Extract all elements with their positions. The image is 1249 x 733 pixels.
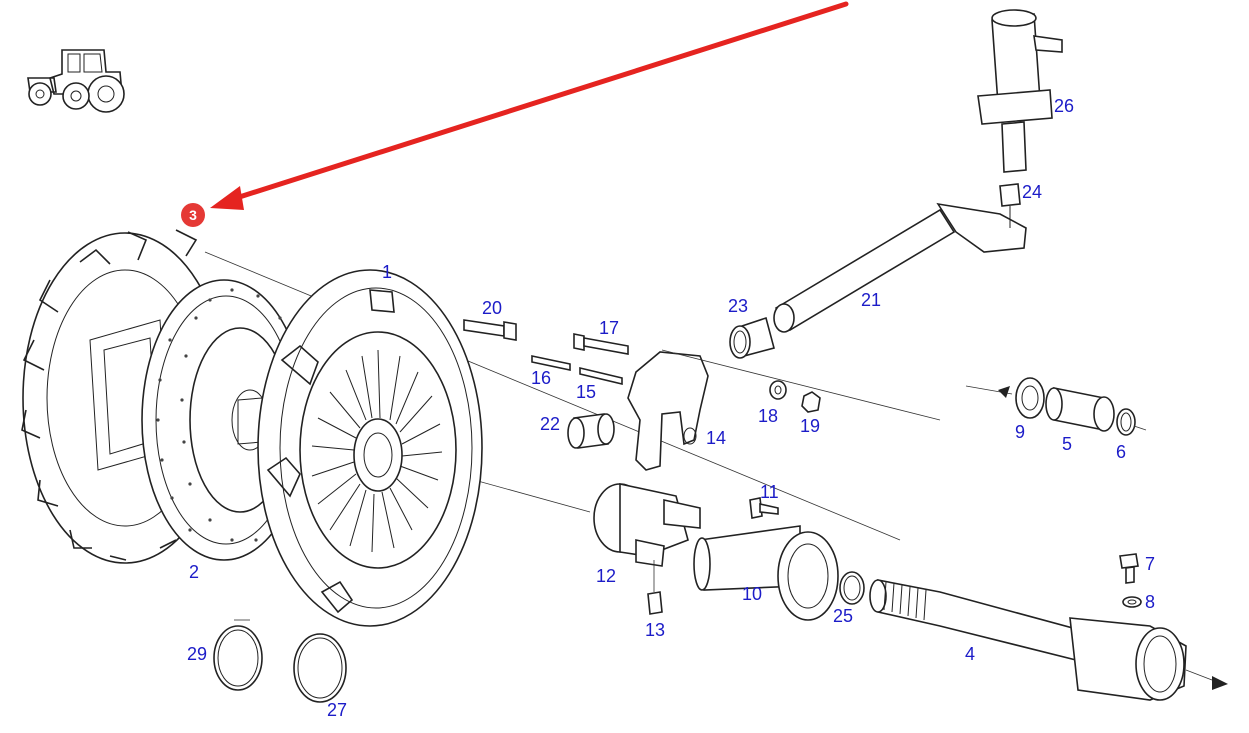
part-label-11: 11 — [760, 482, 779, 502]
tractor-icon — [27, 49, 125, 113]
part-label-16: 16 — [531, 368, 551, 388]
part-label-9: 9 — [1015, 422, 1025, 442]
snap-ring-27 — [293, 633, 347, 703]
slave-cylinder-26 — [977, 9, 1063, 173]
part-label-17: 17 — [599, 318, 619, 338]
washer-18 — [769, 380, 787, 400]
pushrod-24 — [999, 183, 1021, 228]
ring-6 — [1116, 408, 1147, 436]
pressure-plate-part — [257, 269, 483, 627]
snap-ring-29 — [213, 619, 263, 691]
bolt-20 — [463, 319, 517, 341]
part-label-20: 20 — [482, 298, 502, 318]
part-label-5: 5 — [1062, 434, 1072, 454]
bushing-23 — [729, 316, 775, 359]
release-fork-14 — [627, 349, 941, 471]
pin-15 — [579, 366, 623, 386]
part-label-7: 7 — [1145, 554, 1155, 574]
part-label-4: 4 — [965, 644, 975, 664]
washer-8 — [1122, 596, 1142, 608]
part-label-13: 13 — [645, 620, 665, 640]
seal-9 — [965, 377, 1045, 419]
part-label-18: 18 — [758, 406, 778, 426]
callout-label: 3 — [189, 207, 197, 223]
part-labels: 1 2 4 5 6 7 8 9 10 11 12 13 14 15 16 17 … — [187, 96, 1155, 720]
red-pointer-arrow — [210, 1, 849, 210]
part-label-6: 6 — [1116, 442, 1126, 462]
grease-nipple-13 — [647, 560, 663, 615]
part-label-24: 24 — [1022, 182, 1042, 202]
part-label-8: 8 — [1145, 592, 1155, 612]
bolt-7 — [1119, 553, 1139, 584]
bushing-22 — [567, 413, 615, 449]
bolt-17 — [573, 333, 629, 355]
part-label-23: 23 — [728, 296, 748, 316]
part-label-22: 22 — [540, 414, 560, 434]
part-label-29: 29 — [187, 644, 207, 664]
part-label-1: 1 — [382, 262, 392, 282]
pin-16 — [531, 355, 571, 371]
part-label-27: 27 — [327, 700, 347, 720]
part-label-12: 12 — [596, 566, 616, 586]
callout-badge-3: 3 — [181, 203, 205, 227]
part-label-10: 10 — [742, 584, 762, 604]
input-shaft-4 — [869, 579, 1228, 701]
fork-shaft-21 — [773, 202, 1027, 333]
part-label-2: 2 — [189, 562, 199, 582]
release-bearing-12 — [593, 483, 701, 567]
guide-tube-10 — [693, 525, 839, 621]
bolt-11 — [749, 497, 779, 519]
part-label-25: 25 — [833, 606, 853, 626]
part-label-15: 15 — [576, 382, 596, 402]
part-label-26: 26 — [1054, 96, 1074, 116]
o-ring-25 — [839, 571, 865, 605]
sleeve-5 — [1045, 387, 1115, 432]
part-label-14: 14 — [706, 428, 726, 448]
part-label-19: 19 — [800, 416, 820, 436]
nut-19 — [801, 391, 821, 413]
part-label-21: 21 — [861, 290, 881, 310]
